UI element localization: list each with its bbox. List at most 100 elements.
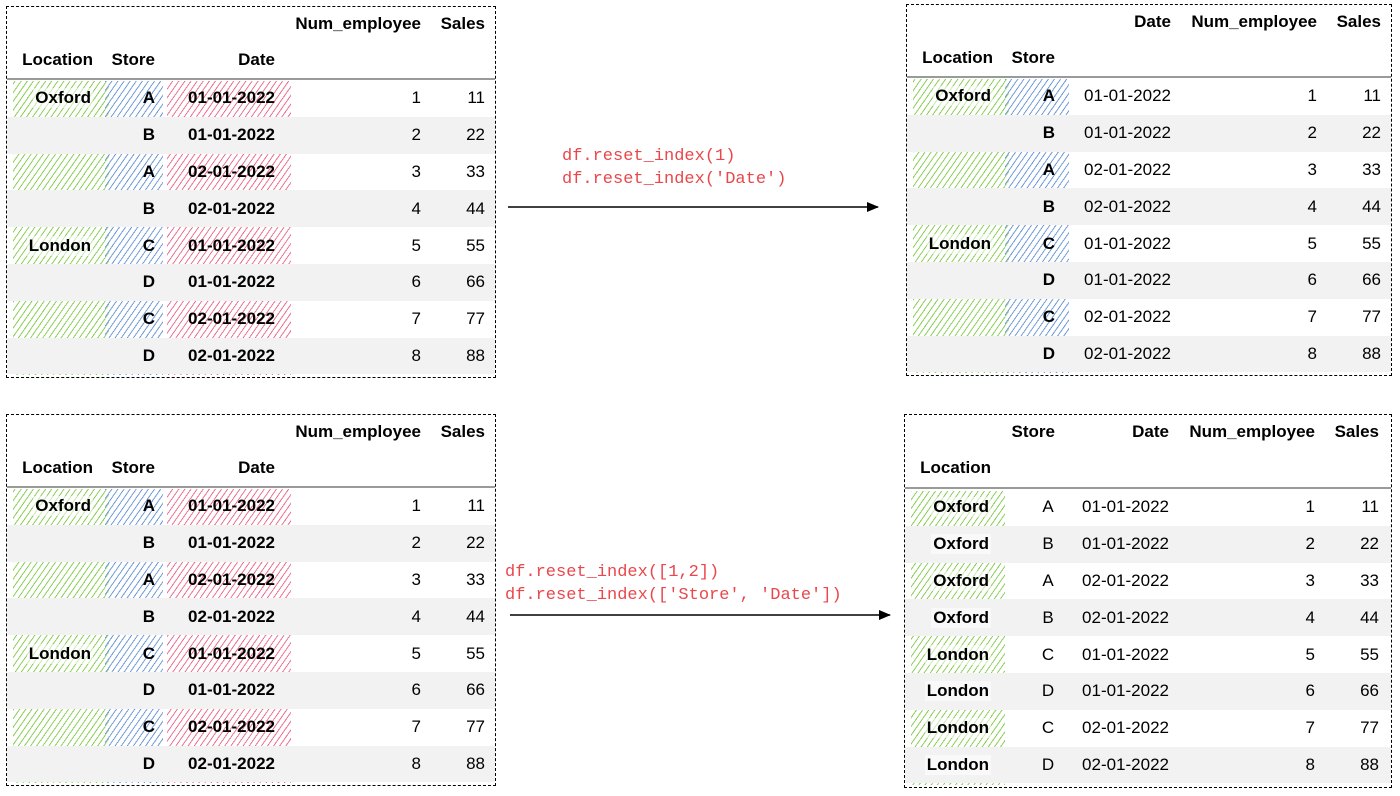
sales-cell: 33: [1360, 570, 1379, 590]
table-row: Oxford A 02-01-2022 3 33: [905, 563, 1391, 600]
store-cell: D: [142, 345, 155, 365]
table-row: B 01-01-2022 2 22: [7, 116, 495, 154]
store-cell: A: [1042, 86, 1055, 106]
num-employee-cell: 8: [411, 753, 421, 773]
sales-cell: 55: [1360, 644, 1379, 664]
sales-cell: 66: [1362, 270, 1381, 290]
sales-cell: 77: [1360, 718, 1379, 738]
column-header-row: Num_employee Sales: [7, 7, 495, 41]
date-cell: 02-01-2022: [188, 198, 275, 218]
store-cell: D: [1041, 754, 1055, 774]
sales-cell: 88: [1360, 754, 1379, 774]
header-sales: Sales: [440, 422, 485, 441]
sales-cell: 88: [1362, 343, 1381, 363]
date-cell: 02-01-2022: [1082, 607, 1169, 627]
header-num-employee: Num_employee: [295, 14, 421, 33]
location-cell: London: [26, 643, 93, 664]
store-cell: D: [142, 272, 155, 292]
table-row: London C 01-01-2022 5 55: [907, 225, 1391, 262]
date-cell: 02-01-2022: [188, 161, 275, 181]
header-sales: Sales: [1336, 12, 1381, 31]
date-cell: 02-01-2022: [1082, 718, 1169, 738]
num-employee-cell: 6: [411, 680, 421, 700]
date-cell: 01-01-2022: [188, 533, 275, 553]
bottom-left-multiindex-table: Num_employee Sales Location Store Date O…: [6, 414, 496, 786]
date-cell: 01-01-2022: [1084, 123, 1171, 143]
top-left-multiindex-table: Num_employee Sales Location Store Date O…: [6, 6, 496, 378]
store-cell: A: [142, 88, 155, 108]
num-employee-cell: 1: [411, 88, 421, 108]
num-employee-cell: 3: [411, 161, 421, 181]
header-date: Date: [1132, 422, 1169, 441]
table-row: Oxford A 01-01-2022 1 11: [7, 80, 495, 117]
num-employee-cell: 4: [411, 606, 421, 626]
date-cell: 01-01-2022: [1084, 233, 1171, 253]
date-cell: 02-01-2022: [188, 717, 275, 737]
sales-cell: 88: [466, 753, 485, 773]
store-cell: D: [142, 753, 155, 773]
num-employee-cell: 4: [411, 198, 421, 218]
header-date: Date: [1134, 12, 1171, 31]
location-cell: Oxford: [931, 607, 991, 628]
date-cell: 01-01-2022: [1082, 534, 1169, 554]
header-location: Location: [920, 458, 991, 477]
table-row: Oxford A 01-01-2022 1 11: [907, 78, 1391, 115]
column-header-row: Date Num_employee Sales: [907, 5, 1391, 39]
sales-cell: 44: [466, 606, 485, 626]
sales-cell: 44: [1360, 607, 1379, 627]
sales-cell: 11: [467, 496, 485, 516]
num-employee-cell: 7: [1305, 718, 1315, 738]
date-cell: 02-01-2022: [188, 606, 275, 626]
location-cell: London: [26, 235, 93, 256]
num-employee-cell: 3: [1305, 570, 1315, 590]
store-cell: C: [142, 643, 155, 663]
table-row: London C 01-01-2022 5 55: [7, 227, 495, 264]
table-row: B 01-01-2022 2 22: [907, 114, 1391, 152]
location-cell: London: [926, 233, 993, 254]
header-sales: Sales: [1334, 422, 1379, 441]
table-row: B 01-01-2022 2 22: [7, 524, 495, 562]
bottom-code-line-1: df.reset_index([1,2]): [505, 563, 720, 582]
sales-cell: 33: [1362, 159, 1381, 179]
sales-cell: 11: [467, 88, 485, 108]
date-cell: 01-01-2022: [1082, 497, 1169, 517]
header-store: Store: [111, 50, 155, 69]
location-cell: London: [924, 754, 991, 775]
index-header-row: Location Store: [907, 41, 1391, 75]
table-row: D 01-01-2022 6 66: [7, 264, 495, 301]
table-row: D 02-01-2022 8 88: [7, 337, 495, 375]
table-row: London C 01-01-2022 5 55: [905, 636, 1391, 673]
table-row: D 01-01-2022 6 66: [907, 262, 1391, 299]
table-row: C 02-01-2022 7 77: [907, 299, 1391, 336]
num-employee-cell: 3: [411, 569, 421, 589]
sales-cell: 77: [466, 717, 485, 737]
location-cell: Oxford: [931, 497, 991, 518]
store-cell: B: [142, 533, 155, 553]
index-header-row: Location: [905, 451, 1391, 485]
date-cell: 01-01-2022: [1084, 86, 1171, 106]
sales-cell: 77: [1362, 307, 1381, 327]
sales-cell: 44: [466, 198, 485, 218]
table-row: Oxford B 02-01-2022 4 44: [905, 599, 1391, 637]
sales-cell: 88: [466, 345, 485, 365]
sales-cell: 22: [466, 533, 485, 553]
header-sales: Sales: [440, 14, 485, 33]
header-location: Location: [922, 48, 993, 67]
store-cell: B: [142, 606, 155, 626]
date-cell: 01-01-2022: [188, 643, 275, 663]
date-cell: 02-01-2022: [188, 753, 275, 773]
date-cell: 01-01-2022: [188, 235, 275, 255]
num-employee-cell: 8: [1307, 343, 1317, 363]
table-row: C 02-01-2022 7 77: [7, 301, 495, 338]
date-cell: 01-01-2022: [188, 496, 275, 516]
store-cell: B: [142, 125, 155, 145]
table-row: D 02-01-2022 8 88: [7, 745, 495, 783]
date-cell: 02-01-2022: [1082, 570, 1169, 590]
num-employee-cell: 6: [1305, 681, 1315, 701]
store-cell: C: [1041, 644, 1055, 664]
store-cell: C: [142, 309, 155, 329]
location-cell: Oxford: [931, 570, 991, 591]
header-store: Store: [1011, 48, 1055, 67]
date-cell: 01-01-2022: [188, 272, 275, 292]
sales-cell: 66: [1360, 681, 1379, 701]
